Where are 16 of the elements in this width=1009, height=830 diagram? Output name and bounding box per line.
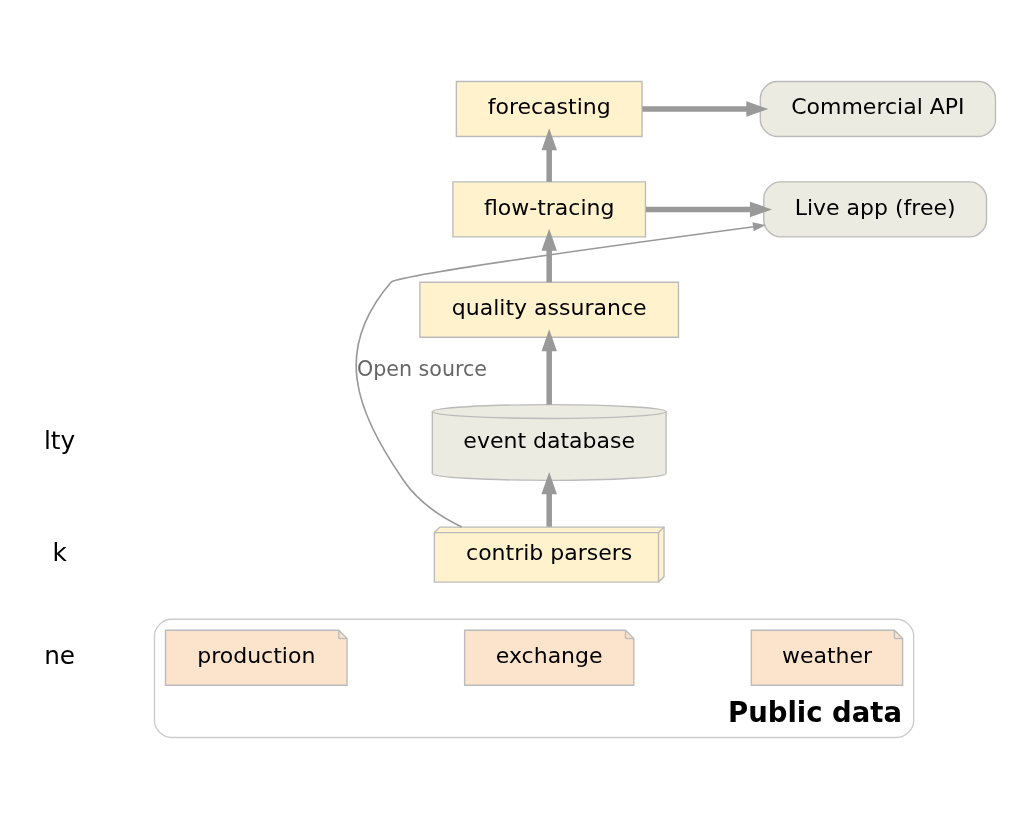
arrow bbox=[645, 201, 772, 218]
arrow bbox=[642, 101, 769, 117]
node-box: flow-tracing bbox=[452, 181, 647, 238]
label: ne bbox=[44, 640, 76, 670]
node-box: forecasting bbox=[455, 80, 643, 138]
label: k bbox=[52, 537, 67, 567]
label: lty bbox=[43, 425, 76, 455]
edge-label: Open source bbox=[356, 356, 488, 381]
node-box: Live app (free) bbox=[763, 181, 988, 238]
arrow bbox=[541, 472, 557, 527]
arrow bbox=[541, 128, 557, 182]
arrow bbox=[355, 222, 766, 528]
arrow bbox=[541, 228, 557, 283]
arrow bbox=[541, 329, 557, 405]
node-box: quality assurance bbox=[419, 281, 680, 338]
node-box: Commercial API bbox=[759, 80, 997, 138]
